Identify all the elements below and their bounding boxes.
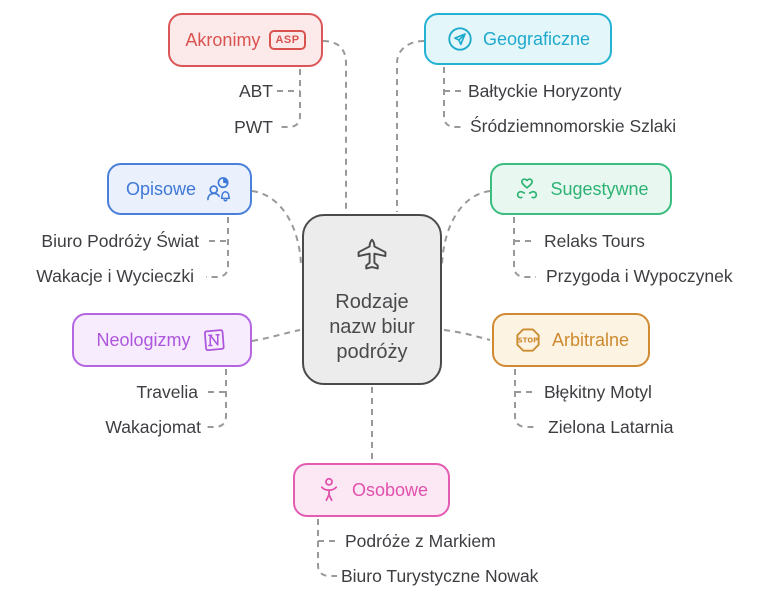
item-arbitralne-1[interactable]: Zielona Latarnia	[548, 417, 674, 437]
bracket-neologizmy	[205, 369, 227, 428]
node-opisowe-label: Opisowe	[125, 178, 197, 199]
connector-neologizmy-center	[251, 329, 301, 342]
center-title: Rodzaje nazw biur podróży	[329, 290, 415, 365]
node-sugestywne-label: Sugestywne	[550, 178, 649, 199]
node-akronimy-label: Akronimy	[185, 29, 261, 50]
notion-n-icon	[203, 329, 225, 352]
node-geograficzne[interactable]: Geograficzne	[424, 13, 612, 65]
bracket-akronimy	[278, 69, 301, 128]
connector-sugestywne-center	[441, 190, 491, 265]
user-chart-bell-icon	[207, 177, 231, 202]
item-neologizmy-0[interactable]: Travelia	[136, 382, 198, 402]
hands-heart-icon	[517, 178, 538, 199]
node-osobowe[interactable]: Osobowe	[293, 463, 450, 517]
item-neologizmy-1[interactable]: Wakacjomat	[105, 417, 201, 437]
connector-akronimy-center	[322, 40, 347, 212]
stop-sign-text: STOP	[518, 336, 538, 344]
node-arbitralne[interactable]: STOP Arbitralne	[492, 313, 650, 367]
item-arbitralne-0[interactable]: Błękitny Motyl	[544, 382, 652, 402]
asp-badge-icon: ASP	[269, 30, 306, 50]
node-neologizmy-label: Neologizmy	[96, 329, 191, 350]
bracket-geograficzne	[443, 67, 465, 128]
paper-plane-icon	[448, 27, 472, 51]
item-sugestywne-0[interactable]: Relaks Tours	[544, 231, 645, 251]
node-akronimy[interactable]: Akronimy ASP	[168, 13, 323, 67]
bracket-arbitralne	[514, 369, 536, 428]
center-title-line-2: nazw biur	[329, 316, 415, 338]
bracket-sugestywne	[513, 217, 536, 278]
node-opisowe[interactable]: Opisowe	[107, 163, 252, 215]
node-arbitralne-label: Arbitralne	[551, 329, 630, 350]
center-node-rodzaje-nazw[interactable]: Rodzaje nazw biur podróży	[302, 214, 442, 385]
item-opisowe-1[interactable]: Wakacje i Wycieczki	[36, 266, 194, 286]
node-sugestywne[interactable]: Sugestywne	[490, 163, 672, 215]
stop-sign-icon: STOP	[516, 328, 540, 352]
item-geograficzne-1[interactable]: Śródziemnomorskie Szlaki	[470, 116, 677, 136]
item-osobowe-0[interactable]: Podróże z Markiem	[345, 531, 496, 551]
node-osobowe-label: Osobowe	[351, 479, 429, 500]
connector-opisowe-center	[251, 190, 302, 265]
center-title-line-3: podróży	[336, 341, 408, 363]
bracket-osobowe	[317, 519, 337, 577]
node-geograficzne-label: Geograficzne	[482, 28, 591, 49]
child-figure-icon	[320, 477, 338, 502]
bracket-opisowe	[206, 217, 229, 278]
item-akronimy-1[interactable]: PWT	[234, 117, 273, 137]
item-sugestywne-1[interactable]: Przygoda i Wypoczynek	[546, 266, 733, 286]
node-neologizmy[interactable]: Neologizmy	[72, 313, 252, 367]
item-akronimy-0[interactable]: ABT	[238, 81, 273, 101]
center-title-line-1: Rodzaje	[335, 291, 409, 313]
item-osobowe-1[interactable]: Biuro Turystyczne Nowak	[341, 566, 539, 586]
item-opisowe-0[interactable]: Biuro Podróży Świat	[41, 231, 199, 251]
item-geograficzne-0[interactable]: Bałtyckie Horyzonty	[468, 81, 622, 101]
connector-arbitralne-center	[443, 329, 491, 341]
airplane-icon	[357, 238, 387, 270]
connector-geograficzne-center	[396, 40, 425, 212]
